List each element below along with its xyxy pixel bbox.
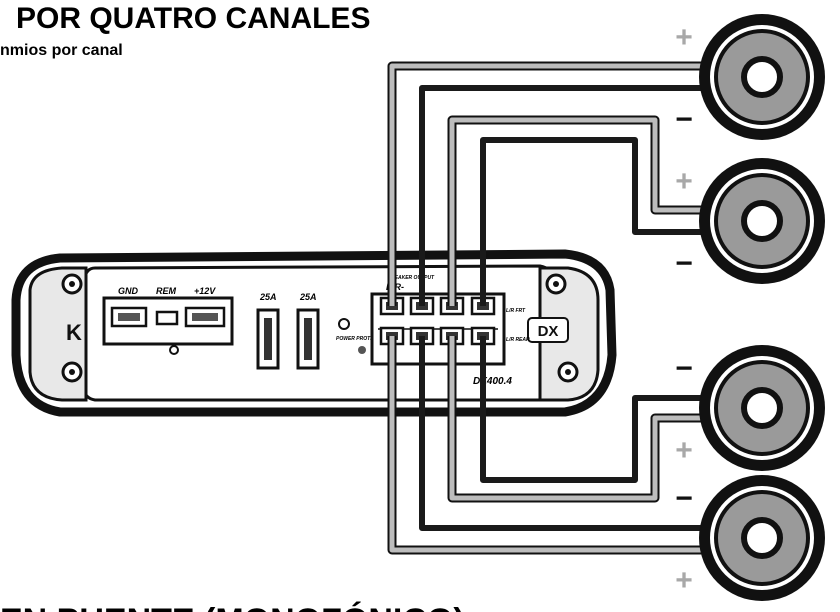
fuse-2-element — [304, 318, 312, 360]
fuse-1-label: 25A — [259, 292, 277, 302]
row-rear-label: L/R REAR — [506, 337, 530, 343]
rem-label: REM — [156, 286, 177, 296]
wire-light — [389, 336, 705, 553]
plus12v-terminal-screw — [192, 313, 218, 321]
speaker-2-bottom-polarity: − — [675, 247, 693, 280]
gnd-label: GND — [118, 286, 139, 296]
fuse-1-element — [264, 318, 272, 360]
speaker-2: +− — [675, 158, 825, 284]
wire-light — [449, 117, 705, 306]
speaker-1: +− — [675, 14, 825, 140]
speaker-1-bottom-polarity: − — [675, 103, 693, 136]
rem-terminal — [155, 310, 179, 326]
speaker-wires — [387, 61, 705, 555]
wire-dark — [419, 336, 705, 531]
gnd-terminal-screw — [118, 313, 140, 321]
screw-icon — [61, 273, 83, 295]
screw-icon — [61, 361, 83, 383]
speaker-3: −+ — [675, 345, 825, 471]
screw-icon — [358, 346, 366, 354]
model-label: DX400.4 — [473, 376, 512, 387]
speaker-dustcap — [741, 56, 783, 98]
speaker-dustcap — [741, 200, 783, 242]
power-led-label: POWER PROTECTION — [336, 336, 389, 342]
screw-icon — [545, 273, 567, 295]
wire-light — [449, 336, 705, 501]
wire-dark — [480, 137, 705, 306]
speaker-dustcap — [741, 387, 783, 429]
speaker-2-top-polarity: + — [675, 165, 693, 198]
speaker-output-header: SPEAKER OUTPUT — [388, 275, 435, 281]
amplifier: K DX GND REM +12V 25A 25A POWER PROTECTI… — [11, 249, 617, 417]
row-front-label: L/R FRT — [506, 308, 526, 314]
speaker-3-top-polarity: − — [675, 352, 693, 385]
wire-light — [389, 63, 705, 306]
dx-badge — [527, 317, 569, 343]
screw-icon — [169, 345, 179, 355]
wire-dark — [480, 336, 705, 483]
page-title: POR QUATRO CANALES — [16, 2, 370, 35]
kicker-logo-icon: K — [66, 320, 82, 345]
speaker-4: −+ — [675, 475, 825, 601]
speaker-4-bottom-polarity: + — [675, 564, 693, 597]
wire-dark — [419, 85, 705, 306]
screw-icon — [557, 361, 579, 383]
plus12v-label: +12V — [194, 286, 216, 296]
speaker-4-top-polarity: − — [675, 482, 693, 515]
speaker-dustcap — [741, 517, 783, 559]
page-subtitle: nmios por canal — [0, 42, 123, 59]
speaker-1-top-polarity: + — [675, 21, 693, 54]
dx-badge-label: DX — [538, 323, 559, 340]
page-footer-heading: EN PUENTE (MONOFÓNICO) — [0, 602, 465, 612]
fuse-2-label: 25A — [299, 292, 317, 302]
speaker-3-bottom-polarity: + — [675, 434, 693, 467]
speakers: +−+−−+−+ — [675, 14, 825, 601]
power-led-icon — [338, 318, 350, 330]
